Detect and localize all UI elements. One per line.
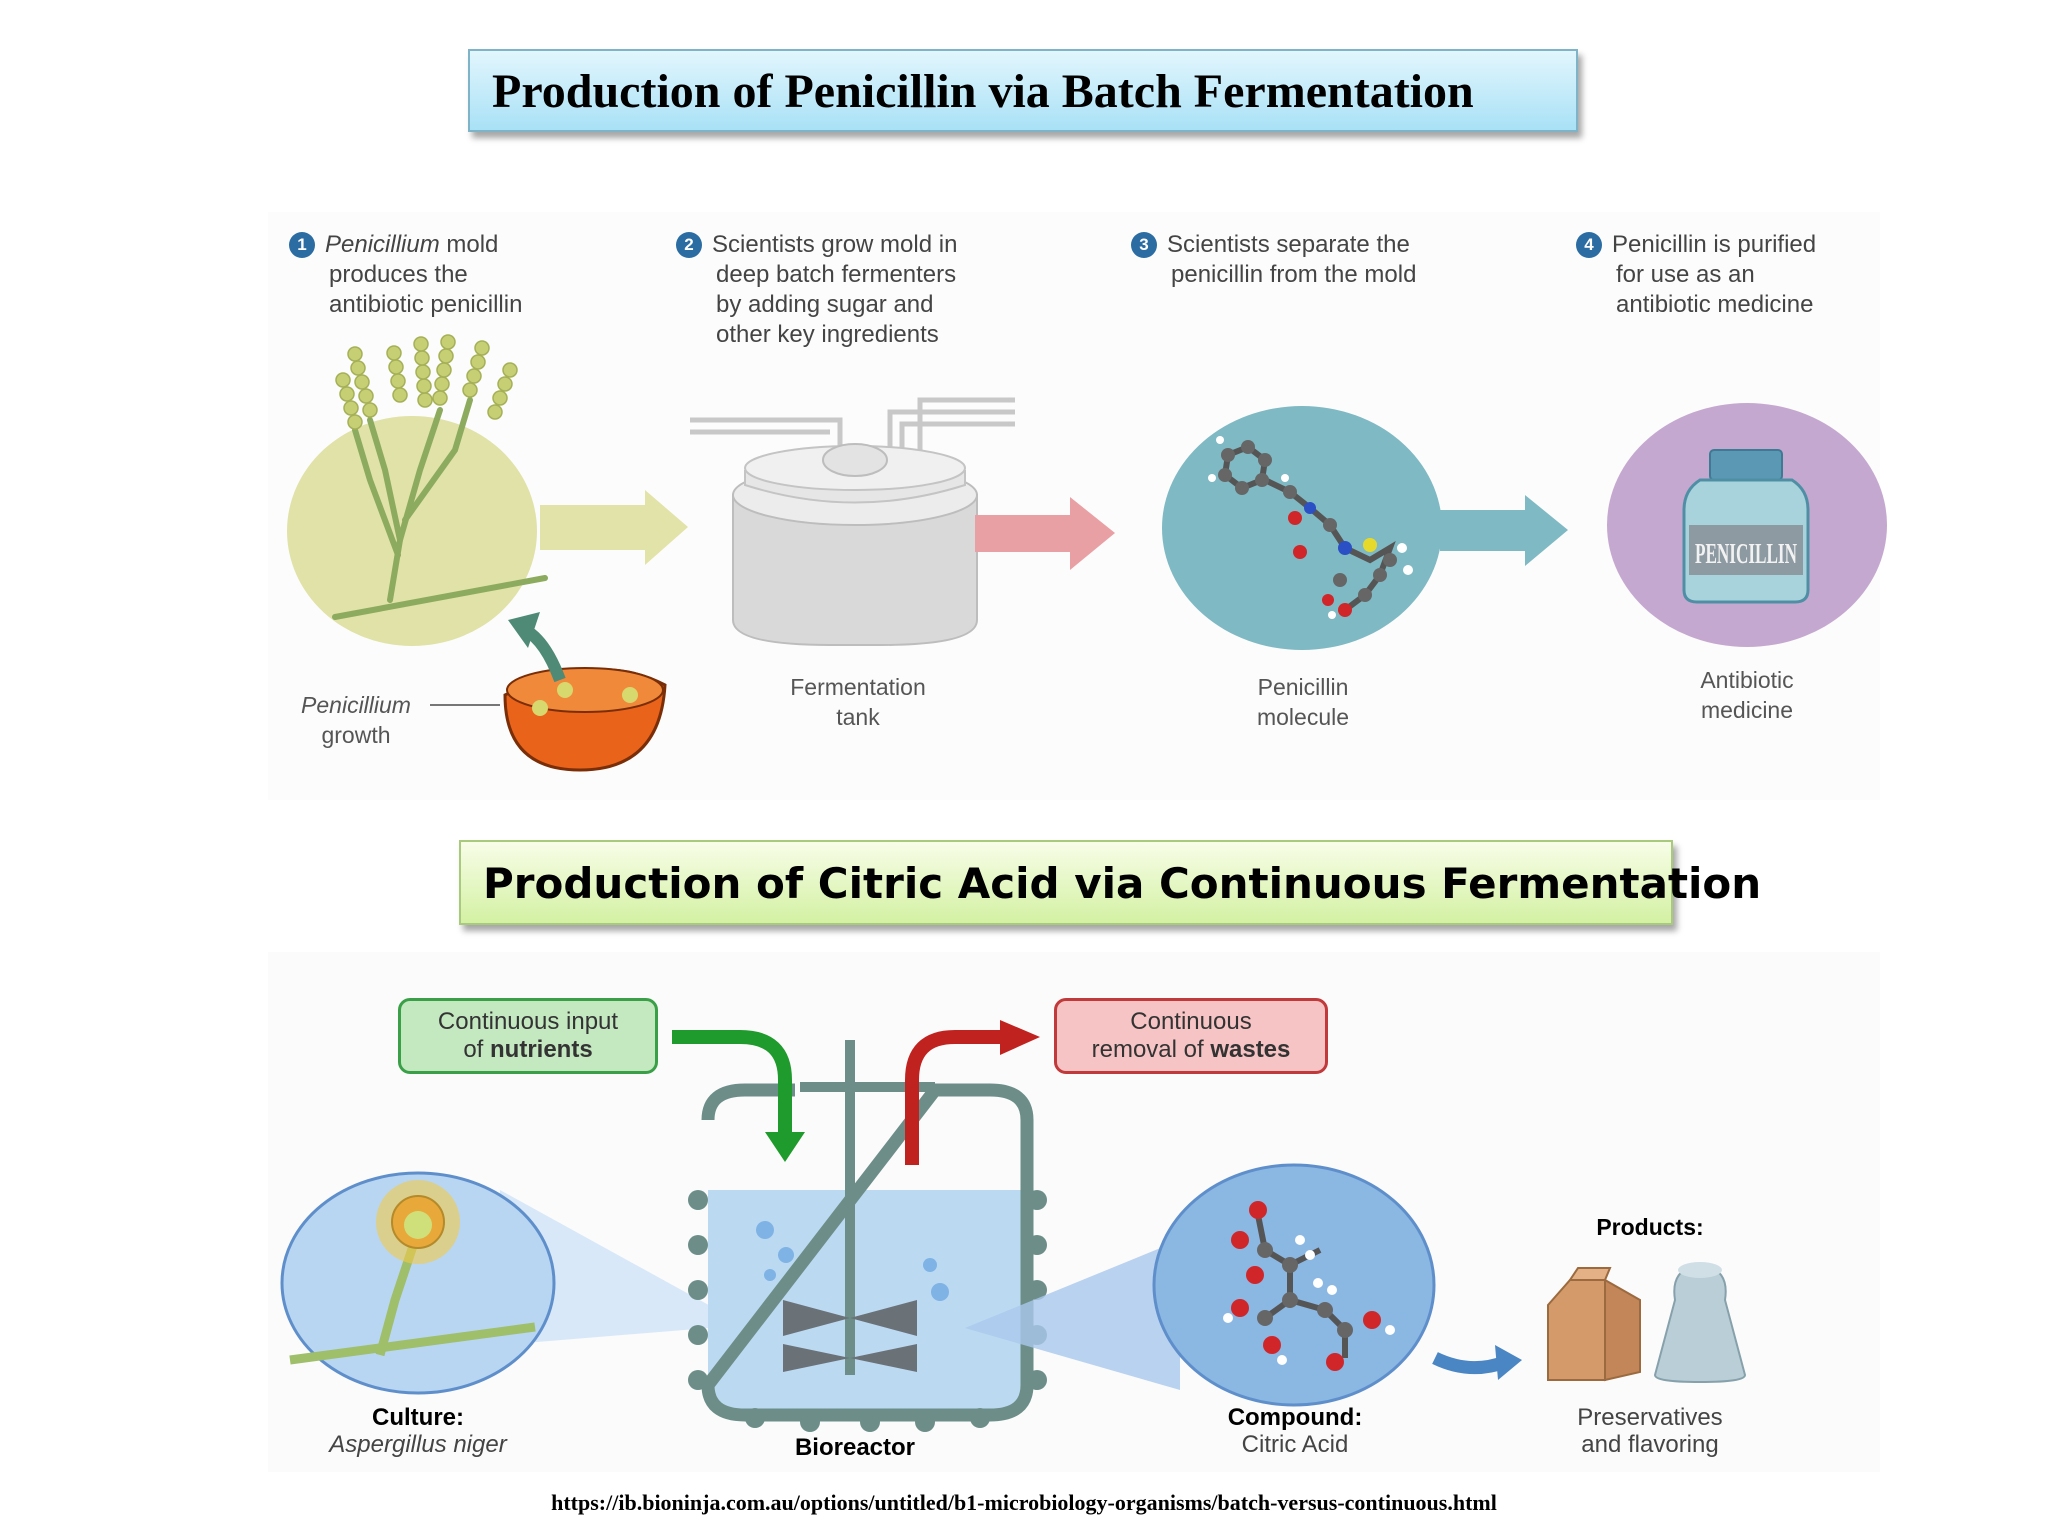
step-2-number: 2 (676, 232, 702, 258)
continuous-title: Production of Citric Acid via Continuous… (459, 840, 1761, 925)
molecule-caption-l1: Penicillin (1257, 674, 1349, 700)
waste-removal-box: Continuous removal of wastes (1054, 998, 1328, 1074)
compound-label: Compound: (1227, 1404, 1363, 1431)
growth-caption-l1: Penicillium (301, 692, 411, 718)
medicine-caption-l2: medicine (1700, 697, 1794, 723)
medicine-caption-l1: Antibiotic (1700, 667, 1794, 693)
bottle-label: PENICILLIN (1695, 539, 1797, 570)
step-arrow-3 (1440, 495, 1568, 566)
orange-icon (503, 667, 667, 772)
penicillin-bottle-icon: PENICILLIN (1682, 449, 1810, 604)
salt-shaker-icon (1653, 1262, 1747, 1384)
molecule-caption-l2: molecule (1256, 704, 1350, 730)
product-arrow (1432, 1352, 1508, 1375)
compound-name: Citric Acid (1241, 1431, 1349, 1458)
milk-carton-icon (1547, 1267, 1641, 1382)
batch-title: Production of Penicillin via Batch Ferme… (468, 49, 1578, 132)
products-text-l2: and flavoring (1581, 1431, 1719, 1458)
bioreactor-icon (688, 1040, 1047, 1432)
fermentation-tank-icon (690, 397, 1015, 646)
culture-label: Culture: (372, 1404, 464, 1431)
step-4-number: 4 (1576, 232, 1602, 258)
culture-name: Aspergillus niger (329, 1431, 507, 1458)
growth-caption-l2: growth (321, 722, 391, 748)
step-1-number: 1 (289, 232, 315, 258)
products-label: Products: (1596, 1214, 1704, 1240)
waste-output-arrow (905, 1030, 1005, 1165)
citric-acid-molecule-icon (1223, 1201, 1395, 1371)
compound-circle (1152, 1163, 1436, 1407)
products-text-l1: Preservatives (1577, 1404, 1723, 1431)
spore-chains-icon (335, 334, 518, 430)
step-3-number: 3 (1131, 232, 1157, 258)
penicillium-mold-icon (332, 397, 548, 620)
bioreactor-label: Bioreactor (794, 1434, 916, 1461)
source-url: https://ib.bioninja.com.au/options/untit… (551, 1490, 1497, 1515)
step-arrow-1 (540, 490, 688, 565)
aspergillus-icon (289, 1180, 536, 1365)
step-arrow-2 (975, 497, 1115, 570)
tank-caption-l2: tank (836, 704, 880, 730)
nutrient-input-arrow (672, 1030, 792, 1135)
tank-caption-l1: Fermentation (790, 674, 926, 700)
nutrient-input-box: Continuous input of nutrients (398, 998, 658, 1074)
penicillin-molecule-icon (1208, 436, 1413, 619)
